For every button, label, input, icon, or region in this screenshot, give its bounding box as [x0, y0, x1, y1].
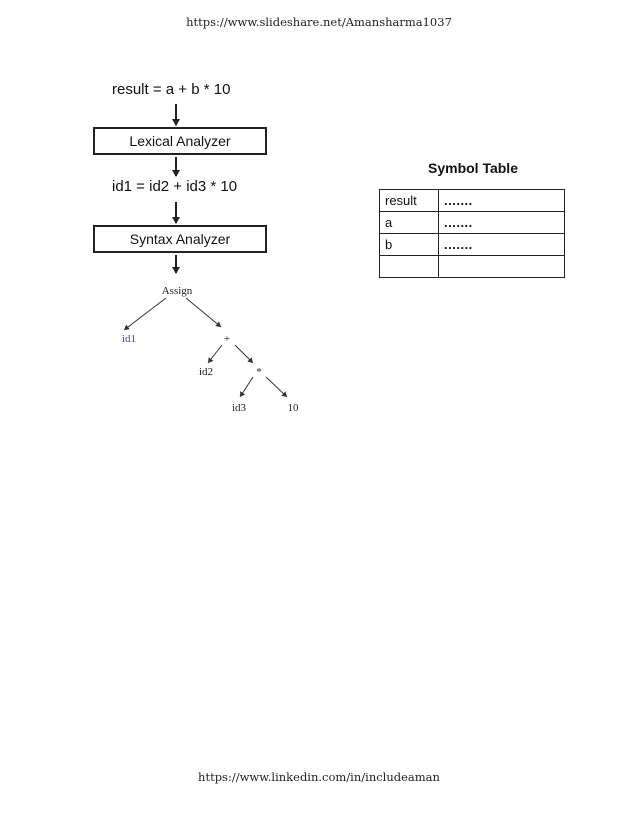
tree-node-id1: id1	[122, 333, 136, 345]
symbol-name-cell: a	[379, 211, 439, 234]
tree-node-plus: +	[224, 333, 230, 345]
edge-times-10	[265, 376, 288, 398]
tree-node-assign: Assign	[162, 285, 193, 297]
footer-link[interactable]: https://www.linkedin.com/in/includeaman	[198, 770, 440, 784]
symbol-attributes-cell	[438, 255, 565, 278]
table-row	[379, 255, 565, 278]
symbol-attributes-cell: .......	[438, 233, 565, 256]
edge-assign-plus	[185, 297, 222, 328]
edge-plus-times	[234, 344, 254, 364]
tree-node-id3: id3	[232, 402, 247, 414]
symbol-attributes-cell: .......	[438, 211, 565, 234]
tree-node-10: 10	[288, 402, 300, 414]
symbol-table-title: Symbol Table	[428, 160, 518, 176]
source-statement: result = a + b * 10	[112, 81, 231, 98]
symbol-name-cell: b	[379, 233, 439, 256]
symbol-name-cell	[379, 255, 439, 278]
symbol-name-cell: result	[379, 189, 439, 212]
symbol-table: result ....... a ....... b .......	[379, 189, 565, 278]
syntax-analyzer-box: Syntax Analyzer	[93, 225, 267, 253]
edge-assign-id1	[123, 297, 167, 331]
table-row: result .......	[379, 189, 565, 212]
symbol-attributes-cell: .......	[438, 189, 565, 212]
tree-node-id2: id2	[199, 366, 213, 378]
edge-plus-id2	[207, 344, 223, 364]
header-link[interactable]: https://www.slideshare.net/Amansharma103…	[186, 15, 452, 29]
lexical-analyzer-label: Lexical Analyzer	[129, 133, 231, 149]
table-row: a .......	[379, 211, 565, 234]
syntax-analyzer-label: Syntax Analyzer	[129, 231, 231, 247]
table-row: b .......	[379, 233, 565, 256]
lexical-analyzer-box: Lexical Analyzer	[93, 127, 267, 155]
tree-node-times: *	[256, 366, 262, 378]
token-stream: id1 = id2 + id3 * 10	[112, 178, 238, 195]
edge-times-id3	[239, 376, 254, 398]
